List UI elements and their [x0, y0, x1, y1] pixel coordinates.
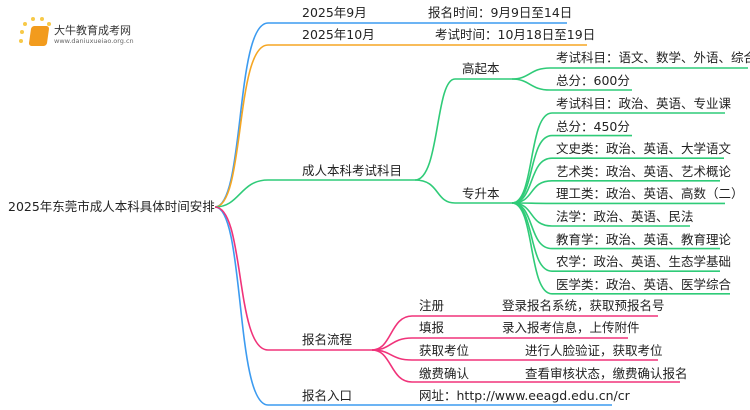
branch-sep-detail: 报名时间：9月9日至14日	[428, 5, 573, 20]
zsb-label: 专升本	[462, 186, 500, 201]
zsb-connector	[511, 134, 632, 204]
gqb-item: 总分：600分	[556, 73, 630, 88]
branch-subjects-label: 成人本科考试科目	[302, 163, 403, 178]
step-desc: 录入报考信息，上传附件	[502, 320, 640, 335]
zsb-item: 教育学：政治、英语、教育理论	[556, 231, 732, 247]
step-name: 获取考位	[419, 343, 470, 358]
zsb-item: 理工类：政治、英语、高数（二）	[556, 186, 744, 202]
zsb-item: 考试科目：政治、英语、专业课	[556, 96, 732, 111]
zsb-item: 法学：政治、英语、民法	[556, 209, 694, 224]
entry-url[interactable]: 网址：http://www.eeagd.edu.cn/cr	[419, 388, 630, 403]
zsb-item: 文史类：政治、英语、大学语文	[556, 141, 732, 157]
logo-url: www.daniuxueiao.org.cn	[54, 37, 134, 45]
branch-oct-label: 2025年10月	[302, 27, 375, 42]
logo: 大牛教育成考网 www.daniuxueiao.org.cn	[14, 16, 144, 50]
zsb-connector	[511, 112, 725, 204]
step-name: 填报	[419, 320, 445, 335]
gqb-label: 高起本	[462, 61, 500, 76]
branch-process-label: 报名流程	[302, 332, 353, 347]
step-desc: 查看审核状态，缴费确认报名	[525, 366, 688, 381]
step-name: 注册	[419, 298, 445, 313]
step-desc: 进行人脸验证，获取考位	[525, 343, 663, 358]
zsb-item: 农学：政治、英语、生态学基础	[556, 254, 732, 270]
logo-name: 大牛教育成考网	[54, 24, 131, 37]
step-desc: 登录报名系统，获取预报名号	[502, 298, 665, 313]
root-topic: 2025年东莞市成人本科具体时间安排	[8, 199, 215, 214]
step-name: 缴费确认	[419, 366, 470, 381]
zsb-item: 总分：450分	[556, 118, 630, 134]
branch-entry-label: 报名入口	[302, 388, 353, 403]
branch-oct-detail: 考试时间：10月18日至19日	[435, 27, 596, 42]
zsb-connector	[511, 202, 730, 295]
zsb-item: 医学类：政治、英语、医学综合	[556, 276, 732, 292]
branch-sep-label: 2025年9月	[302, 5, 367, 20]
gqb-item: 考试科目：语文、数学、外语、综合	[556, 50, 750, 65]
zsb-item: 艺术类：政治、英语、艺术概论	[556, 163, 732, 179]
zsb-connector	[511, 157, 724, 204]
